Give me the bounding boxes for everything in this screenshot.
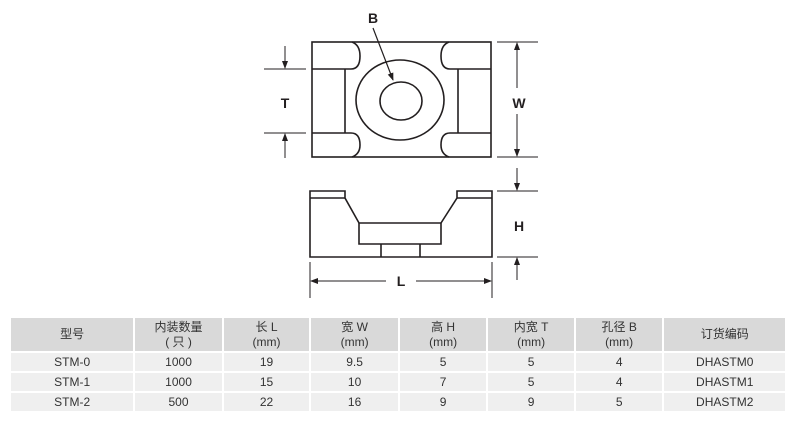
cell: 1000 (135, 353, 222, 371)
header-hole: 孔径 B(mm) (575, 318, 663, 351)
header-quantity: 内装数量( 只 ) (135, 318, 222, 351)
table-header-row: 型号 内装数量( 只 ) 长 L(mm) 宽 W(mm) 高 H(mm) 内宽 … (11, 318, 785, 351)
table-row: STM-2 500 22 16 9 9 5 DHASTM2 (11, 393, 785, 411)
header-height: 高 H(mm) (399, 318, 487, 351)
label-b: B (368, 10, 378, 26)
outer-ring (355, 59, 445, 141)
cell: 5 (488, 353, 574, 371)
dimension-w (497, 41, 538, 158)
cell: 22 (223, 393, 310, 411)
cell: 19 (223, 353, 310, 371)
top-view (311, 27, 492, 158)
cell: DHASTM0 (664, 353, 785, 371)
label-w: W (512, 95, 526, 111)
cell: DHASTM1 (664, 373, 785, 391)
cell: 9 (488, 393, 574, 411)
table-row: STM-0 1000 19 9.5 5 5 4 DHASTM0 (11, 353, 785, 371)
hole-b (379, 81, 423, 121)
cell: 9.5 (311, 353, 398, 371)
cell: STM-2 (11, 393, 134, 411)
dimension-h (497, 168, 538, 280)
cell: 15 (223, 373, 310, 391)
dimension-l (309, 262, 493, 298)
cell: 16 (311, 393, 398, 411)
cell: 5 (575, 393, 663, 411)
header-inner-width: 内宽 T(mm) (488, 318, 574, 351)
table-row: STM-1 1000 15 10 7 5 4 DHASTM1 (11, 373, 785, 391)
header-width: 宽 W(mm) (311, 318, 398, 351)
cell: 1000 (135, 373, 222, 391)
cell: 4 (575, 353, 663, 371)
label-h: H (514, 218, 524, 234)
cell: 7 (399, 373, 487, 391)
label-t: T (281, 95, 290, 111)
header-model: 型号 (11, 318, 134, 351)
cable-tie-mount-drawing: B T W H L (264, 10, 538, 298)
cell: 4 (575, 373, 663, 391)
cell: 9 (399, 393, 487, 411)
header-order-code: 订货编码 (664, 318, 785, 351)
cell: 5 (488, 373, 574, 391)
cell: DHASTM2 (664, 393, 785, 411)
cell: 10 (311, 373, 398, 391)
cell: STM-1 (11, 373, 134, 391)
cell: STM-0 (11, 353, 134, 371)
cell: 5 (399, 353, 487, 371)
spec-table: 型号 内装数量( 只 ) 长 L(mm) 宽 W(mm) 高 H(mm) 内宽 … (9, 316, 787, 413)
side-view (309, 190, 493, 258)
cell: 500 (135, 393, 222, 411)
label-l: L (397, 273, 406, 289)
header-length: 长 L(mm) (223, 318, 310, 351)
dimension-t (264, 46, 306, 158)
